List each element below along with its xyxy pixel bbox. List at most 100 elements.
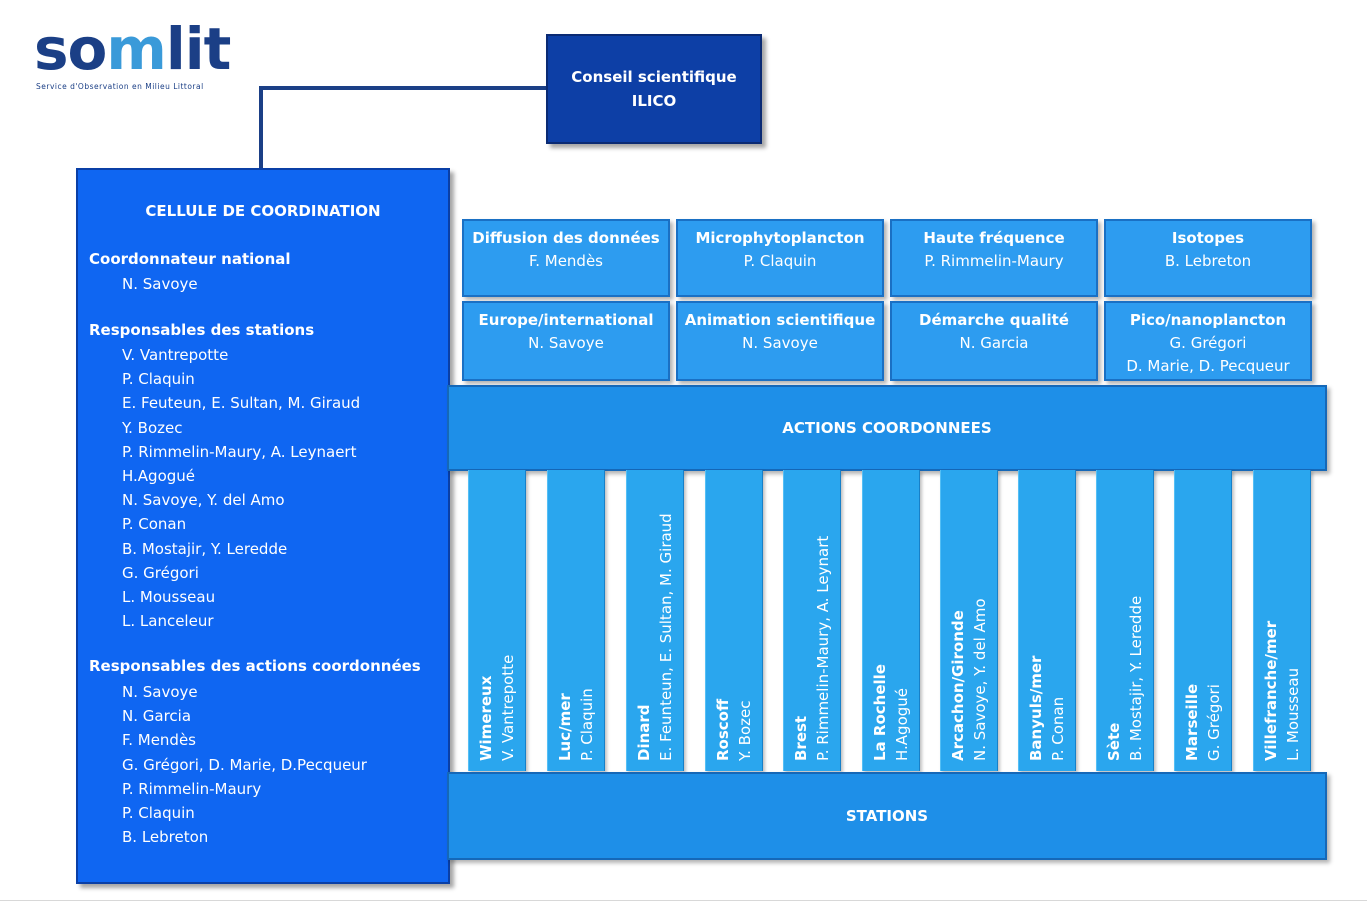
actions-coordonnees-bar: ACTIONS COORDONNEES bbox=[447, 385, 1327, 471]
action-title: Démarche qualité bbox=[919, 311, 1069, 329]
conseil-title: Conseil scientifique bbox=[571, 68, 737, 86]
action-person: F. Mendès bbox=[529, 252, 603, 270]
conseil-subtitle: ILICO bbox=[631, 92, 677, 110]
station-name: Wimereux bbox=[477, 675, 495, 761]
station-name: Villefranche/mer bbox=[1262, 620, 1280, 761]
list-item: P. Conan bbox=[122, 515, 187, 534]
station-name: Roscoff bbox=[714, 698, 732, 761]
station-people: E. Feunteun, E. Sultan, M. Giraud bbox=[657, 513, 675, 761]
action-person: N. Savoye bbox=[742, 334, 818, 352]
section-heading-stations: Responsables des stations bbox=[89, 321, 315, 339]
action-person: P. Claquin bbox=[743, 252, 817, 270]
station-people: Y. Bozec bbox=[736, 700, 754, 761]
station-pillar-la-rochelle: La Rochelle H.Agogué bbox=[862, 470, 920, 771]
station-pillar-dinard: Dinard E. Feunteun, E. Sultan, M. Giraud bbox=[626, 470, 684, 771]
action-title: Pico/nanoplancton bbox=[1129, 311, 1287, 329]
list-item: G. Grégori, D. Marie, D.Pecqueur bbox=[122, 755, 367, 774]
action-box-europe: Europe/international N. Savoye bbox=[462, 301, 670, 381]
list-item: V. Vantrepotte bbox=[122, 346, 229, 364]
somlit-logo: somlit Service d'Observation en Milieu L… bbox=[34, 14, 249, 96]
action-person: N. Savoye bbox=[528, 334, 604, 352]
action-title: Diffusion des données bbox=[472, 229, 660, 247]
list-item: N. Savoye, Y. del Amo bbox=[122, 491, 285, 510]
station-pillar-wimereux: Wimereux V. Vantrepotte bbox=[468, 470, 526, 771]
action-box-microphytoplancton: Microphytoplancton P. Claquin bbox=[676, 219, 884, 297]
station-name: Brest bbox=[792, 715, 810, 761]
action-person: B. Lebreton bbox=[1164, 252, 1252, 270]
station-name: Luc/mer bbox=[556, 693, 574, 761]
station-name: Banyuls/mer bbox=[1027, 655, 1045, 761]
station-people: L. Mousseau bbox=[1284, 667, 1302, 761]
action-box-diffusion: Diffusion des données F. Mendès bbox=[462, 219, 670, 297]
action-person: G. Grégori bbox=[1169, 334, 1247, 352]
station-people: P. Conan bbox=[1049, 696, 1067, 761]
station-people: H.Agogué bbox=[893, 687, 911, 761]
station-people: B. Mostajir, Y. Leredde bbox=[1127, 595, 1145, 761]
section-heading-actions: Responsables des actions coordonnées bbox=[89, 657, 421, 675]
station-people: G. Grégori bbox=[1205, 684, 1223, 761]
list-item: N. Savoye bbox=[122, 275, 198, 293]
action-box-pico-nanoplancton: Pico/nanoplancton G. Grégori D. Marie, D… bbox=[1104, 301, 1312, 381]
list-item: F. Mendès bbox=[122, 731, 196, 750]
station-pillar-roscoff: Roscoff Y. Bozec bbox=[705, 470, 763, 771]
conseil-scientifique-box: Conseil scientifique ILICO bbox=[546, 34, 762, 144]
section-list-stations: V. Vantrepotte P. Claquin E. Feuteun, E.… bbox=[122, 343, 360, 633]
action-title: Europe/international bbox=[478, 311, 654, 329]
station-pillar-villefranche-mer: Villefranche/mer L. Mousseau bbox=[1253, 470, 1311, 771]
list-item: P. Rimmelin-Maury bbox=[122, 779, 262, 798]
list-item: L. Lanceleur bbox=[122, 612, 214, 631]
station-people: P. Claquin bbox=[578, 688, 596, 761]
list-item: E. Feuteun, E. Sultan, M. Giraud bbox=[122, 394, 361, 413]
list-item: N. Garcia bbox=[122, 707, 192, 726]
connector-vertical bbox=[259, 86, 263, 170]
action-person: D. Marie, D. Pecqueur bbox=[1126, 357, 1290, 375]
action-title: Haute fréquence bbox=[923, 229, 1065, 247]
action-person: N. Garcia bbox=[959, 334, 1029, 352]
list-item: B. Lebreton bbox=[122, 828, 209, 847]
logo-subtitle: Service d'Observation en Milieu Littoral bbox=[36, 82, 204, 91]
action-title: Animation scientifique bbox=[684, 311, 876, 329]
logo-wordmark-suffix: lit bbox=[165, 15, 231, 83]
bottom-divider bbox=[0, 900, 1367, 901]
station-people: P. Rimmelin-Maury, A. Leynart bbox=[814, 535, 832, 761]
station-pillar-arcachon-gironde: Arcachon/Gironde N. Savoye, Y. del Amo bbox=[940, 470, 998, 771]
stations-bar: STATIONS bbox=[447, 772, 1327, 860]
list-item: P. Claquin bbox=[122, 803, 195, 822]
action-title: Microphytoplancton bbox=[695, 229, 865, 247]
list-item: G. Grégori bbox=[122, 563, 199, 582]
section-list-coordonnateur: N. Savoye bbox=[122, 272, 198, 296]
station-pillar-banyuls-mer: Banyuls/mer P. Conan bbox=[1018, 470, 1076, 771]
cellule-title: CELLULE DE COORDINATION bbox=[145, 202, 381, 220]
cellule-coordination-box: CELLULE DE COORDINATION Coordonnateur na… bbox=[76, 168, 450, 884]
station-name: Sète bbox=[1105, 722, 1123, 761]
station-people: V. Vantrepotte bbox=[499, 654, 517, 761]
station-name: Arcachon/Gironde bbox=[949, 610, 967, 761]
station-name: Dinard bbox=[635, 704, 653, 761]
station-pillar-luc-mer: Luc/mer P. Claquin bbox=[547, 470, 605, 771]
section-list-actions: N. Savoye N. Garcia F. Mendès G. Grégori… bbox=[122, 680, 367, 849]
action-box-demarche-qualite: Démarche qualité N. Garcia bbox=[890, 301, 1098, 381]
action-box-isotopes: Isotopes B. Lebreton bbox=[1104, 219, 1312, 297]
list-item: P. Rimmelin-Maury, A. Leynaert bbox=[122, 442, 357, 461]
action-person: P. Rimmelin-Maury bbox=[924, 252, 1064, 270]
station-pillar-sete: Sète B. Mostajir, Y. Leredde bbox=[1096, 470, 1154, 771]
action-box-haute-frequence: Haute fréquence P. Rimmelin-Maury bbox=[890, 219, 1098, 297]
action-title: Isotopes bbox=[1171, 229, 1245, 247]
list-item: L. Mousseau bbox=[122, 587, 216, 606]
station-name: La Rochelle bbox=[871, 664, 889, 761]
logo-wordmark-prefix: so bbox=[34, 15, 107, 83]
station-name: Marseille bbox=[1183, 683, 1201, 761]
logo-wordmark: somlit bbox=[34, 14, 231, 84]
station-pillar-brest: Brest P. Rimmelin-Maury, A. Leynart bbox=[783, 470, 841, 771]
list-item: H.Agogué bbox=[122, 466, 196, 485]
list-item: P. Claquin bbox=[122, 370, 195, 389]
action-box-animation: Animation scientifique N. Savoye bbox=[676, 301, 884, 381]
station-people: N. Savoye, Y. del Amo bbox=[971, 598, 989, 761]
logo-wordmark-m: m bbox=[106, 15, 166, 83]
connector-horizontal bbox=[259, 86, 547, 90]
section-heading-coordonnateur: Coordonnateur national bbox=[89, 250, 291, 268]
list-item: Y. Bozec bbox=[122, 418, 183, 437]
list-item: N. Savoye bbox=[122, 683, 198, 701]
list-item: B. Mostajir, Y. Leredde bbox=[122, 539, 288, 558]
station-pillar-marseille: Marseille G. Grégori bbox=[1174, 470, 1232, 771]
